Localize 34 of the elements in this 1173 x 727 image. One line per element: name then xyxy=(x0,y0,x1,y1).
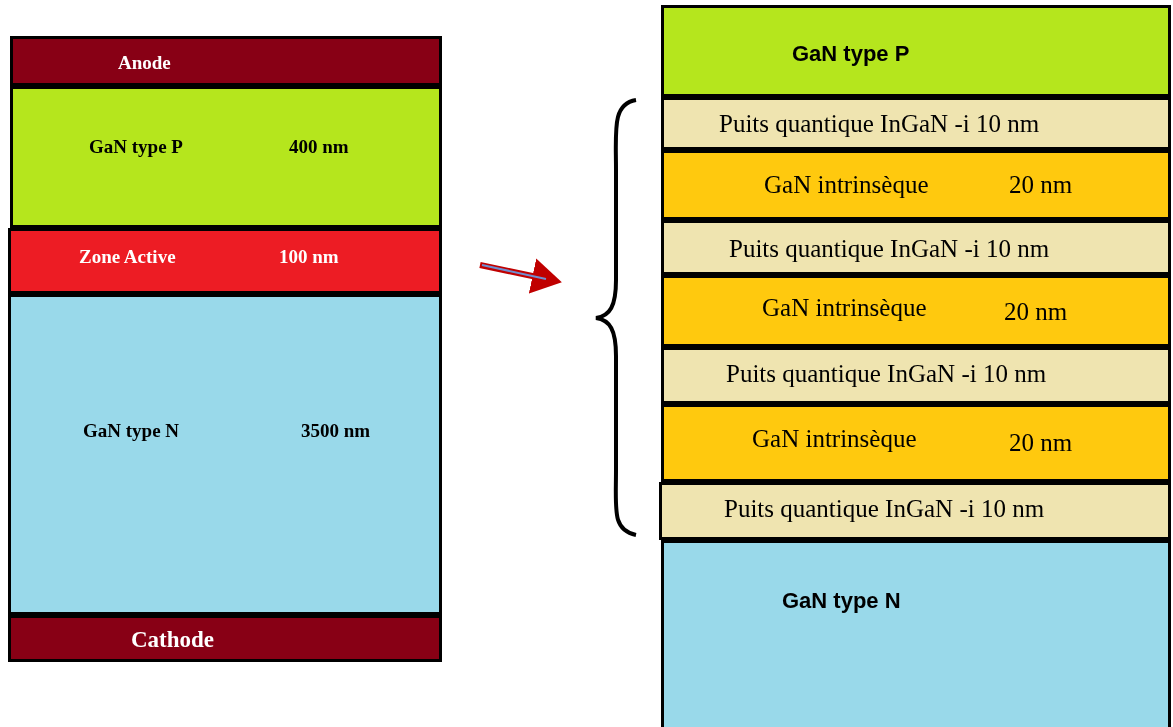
layer-label: Puits quantique InGaN -i 10 nm xyxy=(726,359,1047,389)
quantum-well-layer xyxy=(661,220,1171,275)
layer-label: GaN type N xyxy=(782,587,901,615)
electrode-layer xyxy=(10,36,442,86)
active-zone-layer xyxy=(8,228,442,294)
thickness-label: 20 nm xyxy=(1009,170,1073,200)
intrinsic-layer xyxy=(661,150,1171,220)
quantum-well-layer xyxy=(661,97,1171,150)
thickness-label: 100 nm xyxy=(279,245,339,269)
layer-label: Zone Active xyxy=(79,245,176,269)
semiconductor-layer xyxy=(661,540,1171,727)
layer-label: GaN intrinsèque xyxy=(752,424,917,454)
layer-label: GaN type P xyxy=(792,40,910,68)
layer-label: Puits quantique InGaN -i 10 nm xyxy=(719,109,1040,139)
layer-label: Puits quantique InGaN -i 10 nm xyxy=(729,234,1050,264)
layer-label: Anode xyxy=(118,51,171,75)
thickness-label: 20 nm xyxy=(1009,428,1073,458)
layer-label: GaN intrinsèque xyxy=(764,170,929,200)
intrinsic-layer xyxy=(661,275,1171,347)
thickness-label: 20 nm xyxy=(1004,297,1068,327)
intrinsic-layer xyxy=(661,404,1171,482)
semiconductor-layer xyxy=(8,294,442,615)
layer-label: Cathode xyxy=(131,626,215,654)
layer-label: Puits quantique InGaN -i 10 nm xyxy=(724,494,1045,524)
layer-label: GaN type N xyxy=(83,419,180,443)
semiconductor-layer xyxy=(10,86,442,228)
layer-label: GaN intrinsèque xyxy=(762,293,927,323)
semiconductor-layer xyxy=(661,5,1171,97)
thickness-label: 3500 nm xyxy=(301,419,371,443)
electrode-layer xyxy=(8,615,442,662)
quantum-well-layer xyxy=(661,347,1171,404)
layer-label: GaN type P xyxy=(89,135,183,159)
quantum-well-layer xyxy=(659,482,1171,540)
thickness-label: 400 nm xyxy=(289,135,349,159)
